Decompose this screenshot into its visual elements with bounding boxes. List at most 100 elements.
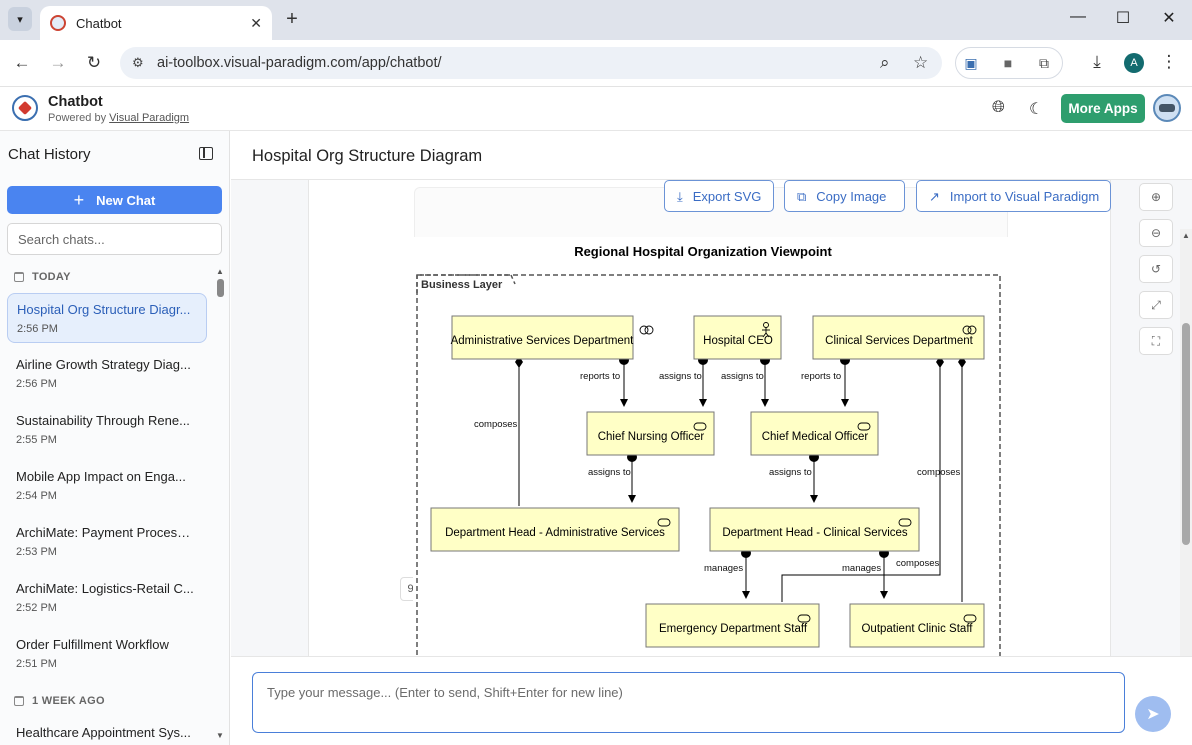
node-chief-nursing-officer[interactable]: Chief Nursing Officer — [586, 411, 715, 456]
site-settings-icon[interactable]: ⚙ — [132, 55, 144, 70]
edge-label-assigns-to: assigns to — [588, 467, 631, 478]
archimate-diagram[interactable]: Regional Hospital Organization Viewpoint… — [413, 237, 1009, 656]
fullscreen-icon[interactable]: ⛶ — [1139, 327, 1173, 355]
edge-label-assigns-to: assigns to — [721, 371, 764, 382]
chat-item-airline[interactable]: Airline Growth Strategy Diag... 2:56 PM — [7, 349, 207, 399]
collaboration-icon — [962, 325, 977, 335]
zoom-in-icon[interactable]: ⊕ — [1139, 183, 1173, 211]
scroll-up-icon[interactable]: ▲ — [1182, 231, 1190, 240]
zoom-icon[interactable]: ⌕ — [880, 53, 890, 72]
extensions-group: ▣ ■ ⧉ — [955, 47, 1063, 79]
group-label-text: TODAY — [32, 271, 71, 283]
reset-view-icon[interactable]: ↺ — [1139, 255, 1173, 283]
chat-extension-icon[interactable]: ■ — [1003, 55, 1013, 71]
back-icon[interactable]: ← — [13, 53, 31, 72]
zoom-out-icon[interactable]: ⊖ — [1139, 219, 1173, 247]
chat-item-logistics-retail[interactable]: ArchiMate: Logistics-Retail C... 2:52 PM — [7, 573, 207, 623]
sidebar-toggle-icon[interactable] — [199, 147, 213, 160]
actor-icon — [762, 322, 770, 338]
powered-by: Powered by Visual Paradigm — [48, 112, 189, 124]
search-chats-input[interactable] — [7, 223, 222, 255]
calendar-icon — [14, 696, 24, 706]
chat-item-time: 2:54 PM — [16, 490, 57, 502]
message-input[interactable] — [252, 672, 1125, 733]
browser-tab[interactable]: Chatbot ✕ — [40, 6, 272, 40]
forward-icon[interactable]: → — [49, 53, 67, 72]
sidebar-scrollbar[interactable]: ▲ ▼ — [216, 267, 225, 742]
calendar-icon — [14, 272, 24, 282]
chat-item-time: 2:51 PM — [16, 658, 57, 670]
profile-avatar[interactable]: A — [1124, 53, 1144, 73]
node-hospital-ceo[interactable]: Hospital CEO — [693, 315, 782, 360]
node-emergency-staff[interactable]: Emergency Department Staff — [645, 603, 820, 648]
export-svg-button[interactable]: ⤓ Export SVG — [664, 180, 774, 212]
browser-menu-icon[interactable]: ⋮ — [1160, 52, 1178, 71]
node-label: Chief Nursing Officer — [598, 431, 705, 443]
chat-item-payment-process[interactable]: ArchiMate: Payment Process ... 2:53 PM — [7, 517, 207, 567]
node-clinical-dept[interactable]: Clinical Services Department — [812, 315, 985, 360]
node-label: Administrative Services Department — [451, 335, 635, 347]
app-name: Chatbot — [48, 94, 103, 110]
group-label-week-ago: 1 WEEK AGO — [14, 695, 105, 707]
language-globe-icon[interactable]: 🌐︎ — [992, 99, 1005, 116]
minimize-icon[interactable]: — — [1070, 8, 1086, 25]
scroll-down-icon[interactable]: ▼ — [216, 731, 224, 740]
chat-item-title: Airline Growth Strategy Diag... — [16, 357, 191, 372]
maximize-icon[interactable]: ☐ — [1115, 10, 1131, 27]
bookmark-star-icon[interactable]: ☆ — [913, 53, 929, 72]
tab-search-icon[interactable]: ▾ — [8, 7, 32, 31]
node-label: Emergency Department Staff — [659, 623, 808, 635]
more-apps-button[interactable]: More Apps — [1061, 94, 1145, 123]
downloads-icon[interactable]: ⤓ — [1093, 52, 1101, 71]
edge-labels: reports to assigns to assigns to reports… — [474, 371, 961, 574]
group-label-text: 1 WEEK AGO — [32, 695, 105, 707]
chat-item-title: Hospital Org Structure Diagr... — [17, 302, 191, 317]
chat-item-time: 2:53 PM — [16, 546, 57, 558]
chat-item-title: Order Fulfillment Workflow — [16, 637, 169, 652]
message-area: ⊕ ⊖ ↺ ⤢ ⛶ 98% Regional Hospital Organiza… — [231, 180, 1192, 656]
layer-label: Business Layer — [421, 279, 503, 291]
node-label: Clinical Services Department — [825, 335, 973, 347]
chat-item-order-fulfillment[interactable]: Order Fulfillment Workflow 2:51 PM — [7, 629, 207, 679]
vp-extension-icon[interactable]: ▣ — [964, 55, 978, 71]
send-icon[interactable]: ➤ — [1135, 696, 1171, 732]
copy-image-button[interactable]: ⧉ Copy Image — [784, 180, 905, 212]
window-close-icon[interactable]: ✕ — [1162, 10, 1176, 27]
url-text[interactable]: ai-toolbox.visual-paradigm.com/app/chatb… — [157, 55, 442, 71]
chatbot-favicon-icon — [50, 15, 66, 31]
tab-title: Chatbot — [76, 15, 122, 31]
chat-item-hospital-org[interactable]: Hospital Org Structure Diagr... 2:56 PM — [7, 293, 207, 343]
chatbot-avatar-icon[interactable] — [1153, 94, 1181, 122]
node-head-admin[interactable]: Department Head - Administrative Service… — [430, 507, 680, 552]
new-tab-icon[interactable]: + — [286, 8, 298, 30]
chat-item-healthcare-appointment[interactable]: Healthcare Appointment Sys... — [7, 717, 207, 745]
main-scroll-thumb[interactable] — [1182, 323, 1190, 545]
node-outpatient-staff[interactable]: Outpatient Clinic Staff — [849, 603, 985, 648]
chat-item-sustainability[interactable]: Sustainability Through Rene... 2:55 PM — [7, 405, 207, 455]
chat-item-mobile-app[interactable]: Mobile App Impact on Enga... 2:54 PM — [7, 461, 207, 511]
import-vp-button[interactable]: ↗ Import to Visual Paradigm — [916, 180, 1111, 212]
dark-mode-moon-icon[interactable]: ☾ — [1029, 101, 1044, 118]
chat-item-title: ArchiMate: Payment Process ... — [16, 525, 196, 540]
new-chat-label: New Chat — [96, 192, 156, 208]
chat-item-title: Sustainability Through Rene... — [16, 413, 190, 428]
node-head-clinical[interactable]: Department Head - Clinical Services — [709, 507, 920, 552]
tab-close-icon[interactable]: ✕ — [250, 14, 262, 31]
new-chat-button[interactable]: + New Chat — [7, 186, 222, 214]
role-icon — [657, 518, 671, 527]
node-admin-dept[interactable]: Administrative Services Department — [451, 315, 654, 360]
import-vp-label: Import to Visual Paradigm — [949, 189, 1100, 204]
puzzle-extensions-icon[interactable]: ⧉ — [1039, 55, 1049, 71]
sidebar-title: Chat History — [8, 146, 91, 163]
visual-paradigm-link[interactable]: Visual Paradigm — [109, 112, 190, 124]
fit-screen-icon[interactable]: ⤢ — [1139, 291, 1173, 319]
business-layer-group[interactable]: Business Layer — [416, 274, 1001, 656]
address-bar[interactable]: ⚙ ai-toolbox.visual-paradigm.com/app/cha… — [120, 47, 942, 79]
node-chief-medical-officer[interactable]: Chief Medical Officer — [750, 411, 879, 456]
node-label: Department Head - Clinical Services — [722, 527, 908, 539]
edge-label-manages: manages — [704, 563, 743, 574]
scroll-up-icon[interactable]: ▲ — [216, 267, 224, 276]
main-scrollbar[interactable]: ▲ ▼ — [1180, 229, 1192, 656]
reload-icon[interactable]: ↻ — [86, 53, 102, 72]
sidebar-scroll-thumb[interactable] — [217, 279, 224, 297]
